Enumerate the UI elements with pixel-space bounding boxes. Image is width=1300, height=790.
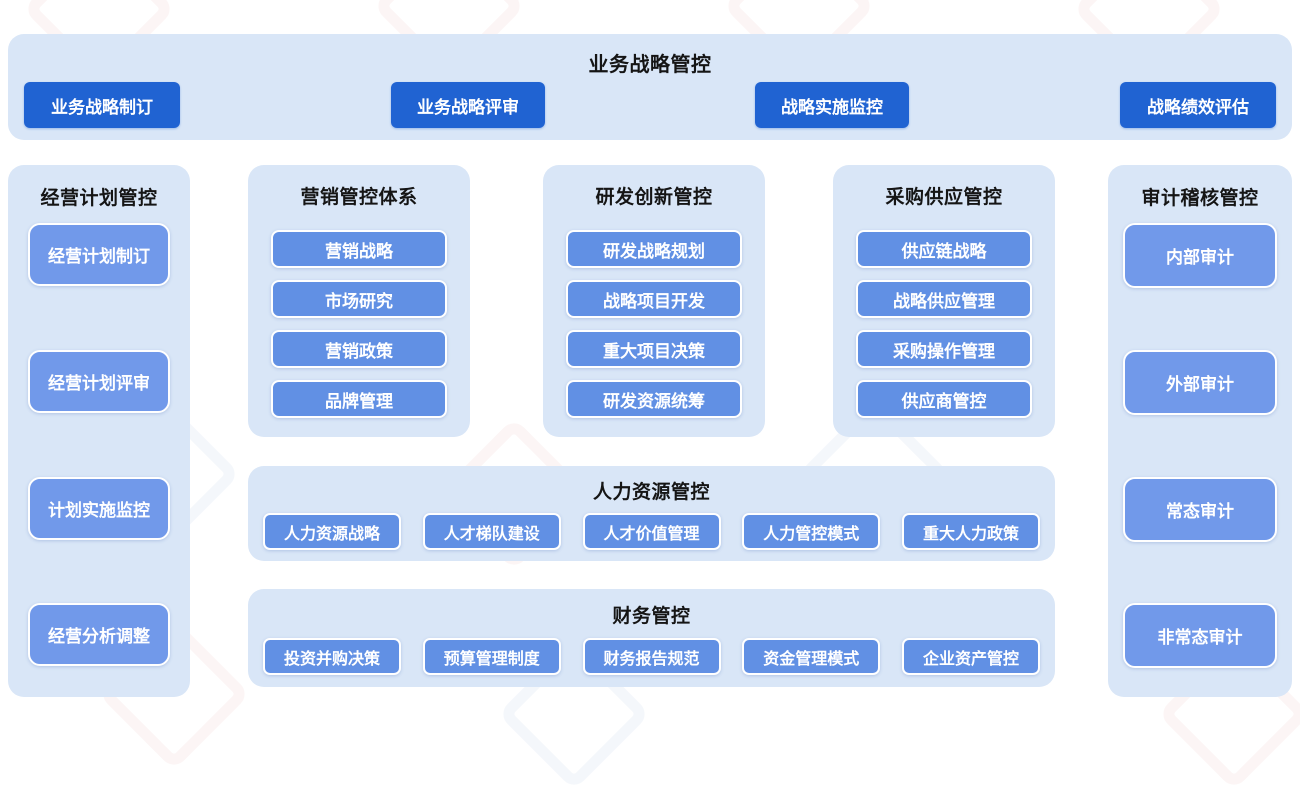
left-column-panel: 经营计划管控 经营计划制订 经营计划评审 计划实施监控 经营分析调整 xyxy=(8,165,190,697)
top-banner-panel: 业务战略管控 业务战略制订 业务战略评审 战略实施监控 战略绩效评估 xyxy=(8,34,1292,140)
rd-title: 研发创新管控 xyxy=(595,187,713,208)
audit-panel: 审计稽核管控 内部审计 外部审计 常态审计 非常态审计 xyxy=(1108,165,1292,697)
diagram-node: 计划实施监控 xyxy=(28,477,170,540)
finance-band-panel: 财务管控 投资并购决策 预算管理制度 财务报告规范 资金管理模式 企业资产管控 xyxy=(248,589,1055,687)
diagram-node: 经营计划评审 xyxy=(28,350,170,413)
diagram-node: 重大人力政策 xyxy=(902,513,1040,550)
diagram-node: 资金管理模式 xyxy=(742,638,881,675)
diagram-node: 内部审计 xyxy=(1123,223,1277,288)
diagram-node: 供应链战略 xyxy=(856,230,1032,268)
diagram-node: 人才梯队建设 xyxy=(422,513,561,550)
marketing-panel: 营销管控体系 营销战略 市场研究 营销政策 品牌管理 xyxy=(248,165,470,437)
procurement-panel: 采购供应管控 供应链战略 战略供应管理 采购操作管理 供应商管控 xyxy=(833,165,1055,437)
left-column-title: 经营计划管控 xyxy=(40,188,158,209)
diagram-node: 营销政策 xyxy=(271,330,447,368)
diagram-node: 营销战略 xyxy=(271,230,447,268)
diagram-node: 常态审计 xyxy=(1123,477,1277,542)
diagram-stage: 业务战略管控 业务战略制订 业务战略评审 战略实施监控 战略绩效评估 经营计划管… xyxy=(8,0,1300,790)
hr-band-title: 人力资源管控 xyxy=(592,482,710,503)
diagram-node: 供应商管控 xyxy=(856,380,1032,418)
diagram-node: 预算管理制度 xyxy=(422,638,561,675)
procurement-title: 采购供应管控 xyxy=(885,187,1003,208)
finance-band-title: 财务管控 xyxy=(612,606,691,627)
rd-panel: 研发创新管控 研发战略规划 战略项目开发 重大项目决策 研发资源统筹 xyxy=(543,165,765,437)
marketing-title: 营销管控体系 xyxy=(300,187,418,208)
finance-band-row: 投资并购决策 预算管理制度 财务报告规范 资金管理模式 企业资产管控 xyxy=(263,638,1040,675)
diagram-node: 外部审计 xyxy=(1123,350,1277,415)
diagram-node: 经营计划制订 xyxy=(28,223,170,286)
diagram-node: 战略项目开发 xyxy=(566,280,742,318)
hr-band-panel: 人力资源管控 人力资源战略 人才梯队建设 人才价值管理 人力管控模式 重大人力政… xyxy=(248,466,1055,561)
diagram-node: 非常态审计 xyxy=(1123,603,1277,668)
diagram-node: 企业资产管控 xyxy=(902,638,1040,675)
diagram-node: 研发资源统筹 xyxy=(566,380,742,418)
diagram-node: 战略供应管理 xyxy=(856,280,1032,318)
diagram-node: 人力管控模式 xyxy=(742,513,881,550)
diagram-node: 战略实施监控 xyxy=(755,82,909,128)
diagram-node: 市场研究 xyxy=(271,280,447,318)
diagram-node: 重大项目决策 xyxy=(566,330,742,368)
diagram-node: 人力资源战略 xyxy=(263,513,401,550)
diagram-node: 研发战略规划 xyxy=(566,230,742,268)
top-banner-title: 业务战略管控 xyxy=(588,54,712,76)
diagram-node: 品牌管理 xyxy=(271,380,447,418)
diagram-node: 业务战略评审 xyxy=(391,82,545,128)
diagram-node: 业务战略制订 xyxy=(24,82,180,128)
diagram-node: 投资并购决策 xyxy=(263,638,401,675)
diagram-node: 战略绩效评估 xyxy=(1120,82,1276,128)
hr-band-row: 人力资源战略 人才梯队建设 人才价值管理 人力管控模式 重大人力政策 xyxy=(263,513,1040,550)
diagram-node: 经营分析调整 xyxy=(28,603,170,666)
diagram-node: 财务报告规范 xyxy=(582,638,721,675)
diagram-node: 人才价值管理 xyxy=(582,513,721,550)
audit-title: 审计稽核管控 xyxy=(1141,188,1259,209)
diagram-node: 采购操作管理 xyxy=(856,330,1032,368)
